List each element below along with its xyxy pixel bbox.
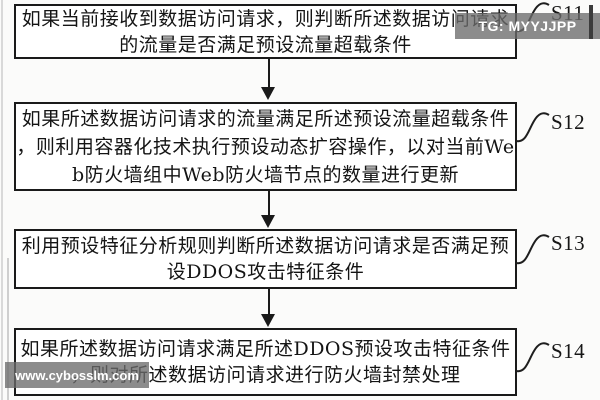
scan-edge-line <box>1 0 3 400</box>
step-text-line: 如果所述数据访问请求的流量满足所述预设流量超载条件 <box>21 107 510 130</box>
arrow-shaft <box>267 59 270 88</box>
step-label-s13: S13 <box>551 231 586 255</box>
scan-dark-bar <box>589 5 593 39</box>
arrow-shaft <box>267 191 270 216</box>
step-box-s11: 如果当前接收到数据访问请求，则判断所述数据访问请求 的流量是否满足预设流量超载条… <box>14 4 517 59</box>
arrow-shaft <box>267 289 270 315</box>
arrow-head-icon <box>261 87 275 100</box>
connector-curve-s13 <box>515 234 550 265</box>
step-box-s13: 利用预设特征分析规则判断所述数据访问请求是否满足预 设DDOS攻击特征条件 <box>14 229 517 289</box>
connector-curve-s14 <box>515 342 550 373</box>
step-text-line: 设DDOS攻击特征条件 <box>166 261 365 283</box>
step-box-s12: 如果所述数据访问请求的流量满足所述预设流量超载条件 ，则利用容器化技术执行预设动… <box>14 102 517 191</box>
arrow-head-icon <box>261 215 275 228</box>
step-text-line: 如果所述数据访问请求满足所述DDOS预设攻击特征条件 <box>20 338 511 360</box>
step-text-line: 的流量是否满足预设流量超载条件 <box>119 33 412 56</box>
step-label-s12: S12 <box>551 110 586 134</box>
connector-curve-s12 <box>515 112 550 143</box>
arrow-head-icon <box>261 314 275 327</box>
step-text-line: ，则利用容器化技术执行预设动态扩容操作，以对当前We <box>16 135 515 158</box>
watermark-telegram: TG: MYYJJPP <box>455 13 600 39</box>
step-text-line: 利用预设特征分析规则判断所述数据访问请求是否满足预 <box>21 235 510 257</box>
step-text-line: b防火墙组中Web防火墙节点的数量进行更新 <box>71 163 460 186</box>
watermark-website: www.cybosslm.com <box>5 362 149 388</box>
step-label-s14: S14 <box>551 339 586 363</box>
step-text-line: ，则对所述数据访问请求进行防火墙封禁处理 <box>70 364 461 386</box>
step-text-line: 如果当前接收到数据访问请求，则判断所述数据访问请求 <box>21 7 510 30</box>
